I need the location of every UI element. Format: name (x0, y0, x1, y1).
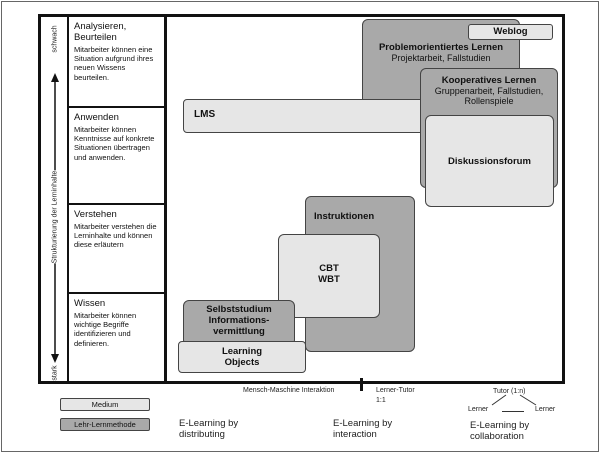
learning-levels: Analysieren, Beurteilen Mitarbeiter könn… (69, 17, 167, 381)
x-label-lerner-tutor: Lerner-Tutor (376, 387, 415, 394)
box-title: Objects (224, 357, 260, 368)
box-title: Selbststudium (206, 304, 272, 315)
x-label-tutor: Tutor (1:n) (493, 388, 526, 395)
box-title: WBT (318, 274, 340, 285)
level-analysieren: Analysieren, Beurteilen Mitarbeiter könn… (69, 17, 165, 108)
box-learning-objects: Learning Objects (178, 341, 306, 373)
caption-line: E-Learning by (179, 418, 239, 429)
level-title: Verstehen (74, 209, 117, 220)
box-title: vermittlung (213, 326, 265, 337)
level-desc: Mitarbeiter können Kenntnisse auf konkre… (74, 125, 155, 162)
box-subtitle: Rollenspiele (464, 96, 514, 106)
level-title: Anwenden (74, 112, 119, 123)
box-title: Instruktionen (314, 211, 375, 222)
box-selbststudium: Selbststudium Informations- vermittlung (183, 300, 295, 346)
box-title: Learning (221, 346, 263, 357)
caption-line: E-Learning by (470, 420, 530, 431)
box-subtitle: Projektarbeit, Fallstudien (391, 53, 491, 63)
caption-distributing: E-Learning by distributing (179, 418, 238, 440)
box-title: Informations- (208, 315, 270, 326)
x-label-lerner-right: Lerner (535, 406, 556, 413)
caption-interaction: E-Learning by interaction (333, 418, 392, 440)
caption-line: E-Learning by (333, 418, 393, 429)
box-title: Kooperatives Lernen (441, 75, 537, 86)
level-title: Wissen (74, 298, 106, 309)
level-verstehen: Verstehen Mitarbeiter verstehen die Lern… (69, 205, 165, 294)
axis-tick (360, 378, 363, 391)
caption-line: collaboration (470, 431, 524, 442)
box-title: Weblog (493, 26, 528, 37)
box-title: Diskussionsforum (448, 156, 531, 167)
x-label-lerner-tutor-ratio: 1:1 (376, 397, 386, 404)
legend-label: Lehr-Lernmethode (74, 420, 136, 429)
box-title: CBT (319, 263, 339, 274)
structure-axis: schwach Strukturierung der Lerninhalte s… (41, 17, 69, 381)
legend-label: Medium (91, 400, 119, 409)
lerner-link (502, 411, 524, 412)
level-anwenden: Anwenden Mitarbeiter können Kenntnisse a… (69, 108, 165, 205)
x-label-mensch-maschine: Mensch-Maschine Interaktion (243, 387, 335, 394)
axis-label-weak: schwach (51, 25, 59, 53)
level-desc: Mitarbeiter können wichtige Begriffe ide… (74, 311, 137, 348)
box-lms: LMS (183, 99, 431, 133)
axis-label-structuring: Strukturierung der Lerninhalte (49, 170, 61, 264)
tutor-links (491, 394, 537, 406)
level-wissen: Wissen Mitarbeiter können wichtige Begri… (69, 294, 165, 381)
axis-label-strong: stark (51, 365, 59, 381)
level-title: Analysieren, Beurteilen (74, 21, 127, 43)
box-title: LMS (194, 109, 216, 120)
level-desc: Mitarbeiter können eine Situation aufgru… (74, 45, 154, 82)
caption-line: distributing (179, 429, 225, 440)
caption-line: interaction (333, 429, 377, 440)
legend-medium: Medium (60, 398, 150, 411)
box-title: Problemorientiertes Lernen (378, 42, 504, 53)
box-diskussionsforum: Diskussionsforum (425, 115, 554, 207)
x-label-lerner-left: Lerner (468, 406, 489, 413)
level-desc: Mitarbeiter verstehen die Lerninhalte un… (74, 222, 157, 250)
box-weblog: Weblog (468, 24, 553, 40)
legend-lehr-lernmethode: Lehr-Lernmethode (60, 418, 150, 431)
box-subtitle: Gruppenarbeit, Fallstudien, (434, 86, 544, 96)
box-cbt-wbt: CBT WBT (278, 234, 380, 318)
caption-collaboration: E-Learning by collaboration (470, 420, 529, 442)
